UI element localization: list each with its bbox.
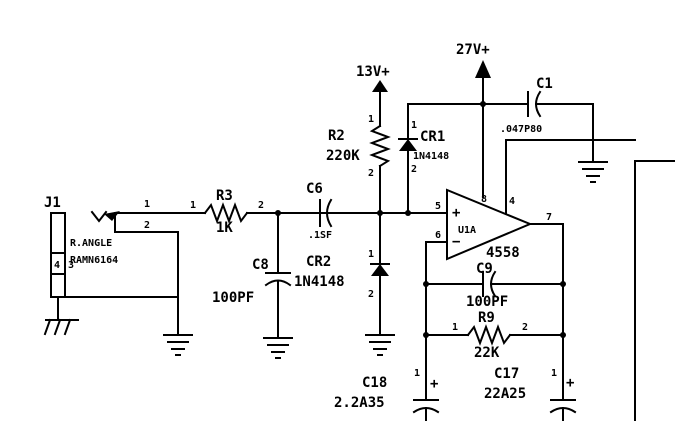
resistor-r3: 1 R3 1K 2	[190, 188, 381, 236]
j1-pin4: 4	[54, 260, 60, 271]
rail-27v: 27V+ 8	[407, 42, 529, 205]
capacitor-c8: C8 100PF	[212, 212, 292, 339]
jack-contact: 1 2	[57, 199, 206, 336]
ground-icon	[263, 337, 293, 359]
r3-pin1: 1	[190, 200, 196, 211]
resistor-r9: 1 R9 22K 2	[425, 310, 564, 361]
c17-value: 22A25	[484, 386, 526, 402]
cr2-part: 1N4148	[294, 274, 345, 290]
r3-value: 1K	[216, 220, 233, 236]
c18-ref: C18	[362, 375, 387, 391]
power-arrow-icon	[475, 60, 491, 78]
capacitor-c1: C1 .047P80	[500, 76, 594, 163]
cr1-pin2: 2	[411, 164, 417, 175]
rail-13v: 13V+	[356, 64, 390, 127]
jack-pin1: 1	[144, 199, 150, 210]
cr1-pin1: 1	[411, 120, 417, 131]
rail-13v-label: 13V+	[356, 64, 390, 80]
c1-ref: C1	[536, 76, 553, 92]
j1-ref: J1	[44, 195, 61, 211]
opamp-u1a: + − U1A 4558 5 6 4 7	[423, 139, 636, 401]
j1-desc-line2: RAMN6164	[70, 255, 118, 266]
c17-ref: C17	[494, 366, 519, 382]
capacitor-c6: C6 .1SF	[306, 181, 333, 241]
ground-icon	[578, 161, 608, 183]
sheet-border	[634, 160, 675, 421]
r9-pin1: 1	[452, 322, 458, 333]
u1-pin5: 5	[435, 201, 441, 212]
c8-ref: C8	[252, 257, 269, 273]
r2-pin1: 1	[368, 114, 374, 125]
cr2-ref: CR2	[306, 254, 331, 270]
capacitor-c9: C9 100PF	[425, 261, 564, 310]
c6-value: .1SF	[308, 230, 332, 241]
cr2-pin1: 1	[368, 249, 374, 260]
r9-value: 22K	[474, 345, 500, 361]
j1-desc-line1: R.ANGLE	[70, 238, 112, 249]
r2-pin2: 2	[368, 168, 374, 179]
opamp-triangle	[446, 188, 533, 261]
ground-icon	[163, 334, 193, 356]
u1-pin4: 4	[509, 196, 515, 207]
c8-value: 100PF	[212, 290, 254, 306]
u1-pin8: 8	[481, 194, 487, 205]
u1-pin6: 6	[435, 230, 441, 241]
r9-pin2: 2	[522, 322, 528, 333]
c6-ref: C6	[306, 181, 323, 197]
c9-value: 100PF	[466, 294, 508, 310]
u1-part: 4558	[486, 245, 520, 261]
r2-value: 220K	[326, 148, 360, 164]
capacitor-c18: 1 + C18 2.2A35	[334, 368, 440, 421]
rail-27v-label: 27V+	[456, 42, 490, 58]
u1-ref: U1A	[458, 225, 476, 236]
r2-ref: R2	[328, 128, 345, 144]
u1-pin7: 7	[546, 212, 552, 223]
c18-value: 2.2A35	[334, 395, 385, 411]
connector-j1: J1 4 3 R.ANGLE RAMN6164	[43, 195, 118, 336]
resistor-r2: 1 R2 220K 2	[326, 114, 391, 214]
r9-ref: R9	[478, 310, 495, 326]
c9-ref: C9	[476, 261, 493, 277]
c17-pin1: 1	[551, 368, 557, 379]
chassis-ground-icon	[43, 318, 79, 336]
cr1-part: 1N4148	[413, 151, 449, 162]
c18-plus: +	[430, 376, 438, 392]
cr1-ref: CR1	[420, 129, 445, 145]
c17-plus: +	[566, 375, 574, 391]
cr2-pin2: 2	[368, 289, 374, 300]
capacitor-c17: 1 + C17 22A25	[484, 366, 577, 421]
j1-body	[50, 212, 66, 298]
jack-pin2: 2	[144, 220, 150, 231]
j1-pin3: 3	[68, 260, 74, 271]
c1-value: .047P80	[500, 124, 542, 135]
u1-plus: +	[452, 205, 460, 221]
diode-cr2: 1 2 CR2 1N4148	[294, 212, 390, 336]
power-arrow-icon	[372, 80, 388, 92]
u1-minus: −	[452, 234, 460, 250]
diode-cr1: 1 CR1 1N4148 2	[398, 103, 449, 216]
c18-pin1: 1	[414, 368, 420, 379]
ground-icon	[365, 334, 395, 356]
r3-ref: R3	[216, 188, 233, 204]
r3-pin2: 2	[258, 200, 264, 211]
